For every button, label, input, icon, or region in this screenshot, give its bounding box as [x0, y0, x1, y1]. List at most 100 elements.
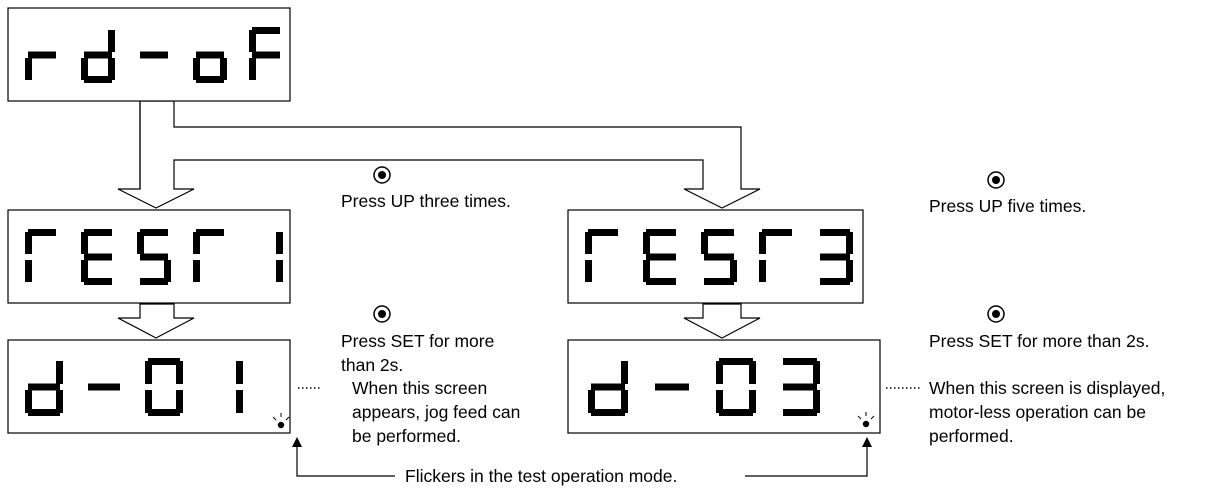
- g-rres-digit-2-segment-f: [716, 361, 723, 384]
- g-lres-digit-0-segment-c: [56, 390, 63, 413]
- g-lmode-digit-3-segment-f: [193, 232, 200, 254]
- press-set-left-label-2: than 2s.: [341, 355, 403, 375]
- g-rres-digit-2-segment-e: [716, 390, 723, 413]
- g-rmode-digit-2-segment-g: [704, 253, 734, 261]
- g-rmode-digit-1-segment-g: [646, 253, 676, 261]
- g-lmode-digit-1-segment-f: [81, 232, 88, 254]
- flicker-note: Flickers in the test operation mode.: [405, 466, 677, 486]
- g-top-digit-4-segment-e: [249, 58, 256, 80]
- g-lres-digit-3-segment-c: [236, 390, 243, 413]
- g-rmode-digit-0-segment-f: [585, 232, 592, 254]
- g-top-digit-4-segment-a: [252, 27, 280, 34]
- g-lres-digit-2-segment-e: [145, 390, 152, 413]
- g-rmode-digit-4-segment-g: [820, 253, 850, 261]
- g-lres-digit-2-segment-c: [176, 390, 183, 413]
- g-rmode-digit-1-segment-e: [643, 260, 650, 282]
- g-rres-digit-0-segment-c: [621, 390, 628, 413]
- g-rmode-digit-4-segment-a: [820, 229, 850, 236]
- g-top-digit-3-segment-g: [196, 51, 224, 59]
- g-rmode-digit-2-segment-f: [701, 232, 708, 254]
- g-top-digit-2-segment-g: [140, 51, 168, 59]
- g-top-digit-1-segment-g: [84, 51, 112, 59]
- g-rmode-digit-1-segment-f: [643, 232, 650, 254]
- left-flicker-icon: [272, 413, 290, 421]
- g-rmode-digit-2-segment-d: [704, 278, 734, 285]
- g-lmode-digit-2-segment-a: [140, 229, 168, 236]
- press-up-five-label: Press UP five times.: [929, 196, 1086, 216]
- left-mode-digits: [25, 229, 283, 285]
- g-rres-digit-0-segment-b: [621, 361, 628, 384]
- g-rres-digit-0-segment-g: [591, 383, 625, 391]
- right-note-line-1: When this screen is displayed,: [929, 378, 1165, 398]
- g-lres-digit-2-segment-d: [148, 409, 180, 416]
- g-lmode-digit-2-segment-g: [140, 253, 168, 261]
- button-press-icon: [987, 171, 1005, 189]
- g-rmode-digit-3-segment-f: [759, 232, 766, 254]
- g-rmode-digit-1-segment-d: [646, 278, 676, 285]
- left-note-line-1: When this screen: [352, 378, 487, 398]
- right-flicker-dot: [862, 420, 870, 428]
- left-note-line-3: be performed.: [352, 426, 461, 446]
- g-top-digit-3-segment-d: [196, 76, 224, 83]
- g-rmode-digit-4-segment-b: [846, 232, 853, 254]
- g-rmode-digit-4-segment-d: [820, 278, 850, 285]
- g-rres-digit-2-segment-d: [719, 409, 753, 416]
- press-set-left-label-1: Press SET for more: [341, 331, 494, 351]
- g-lres-digit-0-segment-e: [25, 390, 32, 413]
- g-top-digit-3-segment-e: [193, 58, 200, 80]
- left-flicker-dot: [277, 421, 285, 429]
- g-lmode-digit-2-segment-f: [137, 232, 144, 254]
- right-note-line-2: motor-less operation can be: [929, 402, 1146, 422]
- right-result-digits: [588, 358, 820, 416]
- left-down-arrow: [117, 303, 195, 339]
- g-rres-digit-2-segment-b: [749, 361, 756, 384]
- right-flicker-icon: [857, 412, 875, 420]
- g-lmode-digit-1-segment-d: [84, 278, 112, 285]
- g-rres-digit-3-segment-g: [783, 383, 817, 391]
- g-lmode-digit-1-segment-e: [81, 260, 88, 282]
- g-rres-digit-3-segment-d: [783, 409, 817, 416]
- g-top-digit-4-segment-f: [249, 30, 256, 52]
- g-lres-digit-0-segment-b: [56, 361, 63, 384]
- g-lmode-digit-4-segment-c: [276, 260, 283, 282]
- connector-to-right: [117, 100, 761, 209]
- g-lmode-digit-4-segment-b: [276, 232, 283, 254]
- right-mode-digits: [585, 229, 853, 285]
- g-lres-digit-0-segment-g: [28, 383, 60, 391]
- g-rres-digit-3-segment-b: [813, 361, 820, 384]
- top-display-digits: [25, 27, 280, 83]
- button-press-icon: [373, 166, 391, 184]
- g-lres-digit-0-segment-d: [28, 409, 60, 416]
- g-top-digit-4-segment-g: [252, 51, 280, 59]
- g-lres-digit-2-segment-f: [145, 361, 152, 384]
- g-top-digit-1-segment-e: [81, 58, 88, 80]
- g-top-digit-0-segment-e: [25, 58, 32, 80]
- g-lmode-digit-0-segment-e: [25, 260, 32, 282]
- g-rmode-digit-4-segment-c: [846, 260, 853, 282]
- g-top-digit-1-segment-b: [108, 30, 115, 52]
- g-rres-digit-0-segment-d: [591, 409, 625, 416]
- press-up-three-label: Press UP three times.: [341, 191, 511, 211]
- g-lres-digit-3-segment-b: [236, 361, 243, 384]
- button-press-icon: [373, 305, 391, 323]
- g-top-digit-0-segment-g: [28, 51, 56, 59]
- g-rres-digit-0-segment-e: [588, 390, 595, 413]
- g-rmode-digit-3-segment-a: [762, 229, 792, 236]
- g-rmode-digit-3-segment-e: [759, 260, 766, 282]
- right-note-line-3: performed.: [929, 426, 1014, 446]
- left-note-line-2: appears, jog feed can: [352, 402, 520, 422]
- g-rmode-digit-1-segment-a: [646, 229, 676, 236]
- flicker-pointer: [292, 437, 872, 477]
- g-rmode-digit-2-segment-c: [730, 260, 737, 282]
- g-lmode-digit-0-segment-f: [25, 232, 32, 254]
- g-top-digit-3-segment-c: [220, 58, 227, 80]
- button-press-icon: [987, 305, 1005, 323]
- g-rres-digit-2-segment-a: [719, 358, 753, 365]
- g-rmode-digit-2-segment-a: [704, 229, 734, 236]
- right-down-arrow: [683, 303, 761, 339]
- g-lmode-digit-1-segment-g: [84, 253, 112, 261]
- g-rres-digit-2-segment-c: [749, 390, 756, 413]
- g-lmode-digit-3-segment-a: [196, 229, 224, 236]
- g-lmode-digit-3-segment-e: [193, 260, 200, 282]
